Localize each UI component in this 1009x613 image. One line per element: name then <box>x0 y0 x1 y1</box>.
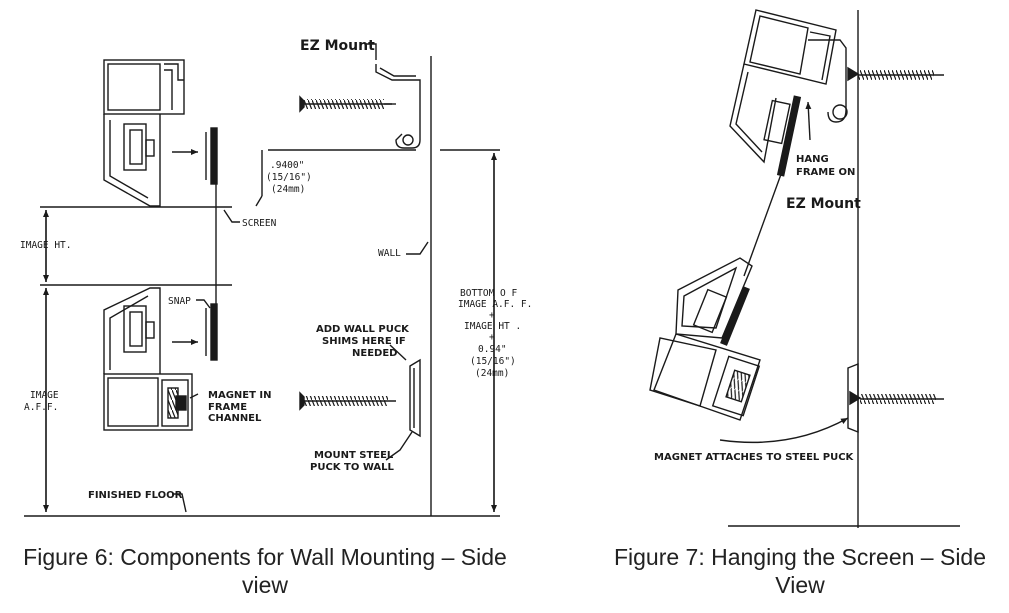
lower-screen-magnet <box>210 303 218 361</box>
gap-label: .9400" <box>270 160 304 171</box>
wall-label: WALL <box>378 248 401 259</box>
gap-mm-label: (24mm) <box>271 184 305 195</box>
puck-label-3: NEEDED <box>352 348 397 359</box>
fig6-title: EZ Mount <box>300 38 375 54</box>
upper-screen-magnet <box>210 127 218 185</box>
fig7-title: EZ Mount <box>786 196 861 212</box>
fig7-hang-label-1: HANG <box>796 154 829 165</box>
puck-label-2: SHIMS HERE IF <box>322 336 406 347</box>
fig7-hang-label-2: FRAME ON <box>796 167 855 178</box>
figure-6-caption: Figure 6: Components for Wall Mounting –… <box>23 544 507 598</box>
fig7-upper-frame <box>729 9 837 177</box>
bottom-label-7: (15/16") <box>470 356 516 367</box>
steel-puck <box>409 358 421 438</box>
fig7-steel-puck <box>847 362 859 434</box>
bottom-label-6: 0.94" <box>478 344 507 355</box>
fig7-screw-bottom <box>849 390 944 406</box>
floor-label: FINISHED FLOOR <box>88 490 183 501</box>
wall-screw-top <box>299 95 396 113</box>
figure-6 <box>24 43 500 517</box>
magnet-label-1: MAGNET IN <box>208 390 272 401</box>
snap-label: SNAP <box>168 296 191 307</box>
steel-label-2: PUCK TO WALL <box>310 462 395 473</box>
bottom-label-5: + <box>489 332 495 343</box>
gap-frac-label: (15/16") <box>266 172 312 183</box>
frame-channel-magnet <box>167 387 187 419</box>
wall-screw-bottom <box>299 391 396 411</box>
bottom-label-4: IMAGE HT . <box>464 321 521 332</box>
bottom-label-3: + <box>489 310 495 321</box>
fig7-ez-mount <box>808 39 848 123</box>
screen-label: SCREEN <box>242 218 277 229</box>
fig7-magnet-label: MAGNET ATTACHES TO STEEL PUCK <box>654 452 855 463</box>
lower-frame-profile <box>103 287 193 431</box>
figure-7 <box>649 9 960 528</box>
puck-label-1: ADD WALL PUCK <box>316 324 410 335</box>
magnet-label-2: FRAME <box>208 402 247 413</box>
upper-frame-profile <box>103 59 185 207</box>
image-aff-label-1: IMAGE <box>30 390 59 401</box>
bottom-label-8: (24mm) <box>475 368 509 379</box>
bottom-label-2: IMAGE A.F. F. <box>458 299 532 310</box>
image-ht-label: IMAGE HT. <box>20 240 71 251</box>
fig7-lower-frame <box>649 257 761 421</box>
ez-mount-bracket <box>375 64 421 149</box>
image-aff-label-2: A.F.F. <box>24 402 58 413</box>
fig7-screen-line <box>743 165 785 277</box>
bottom-label-1: BOTTOM O F <box>460 288 517 299</box>
magnet-label-3: CHANNEL <box>208 413 262 424</box>
steel-label-1: MOUNT STEEL <box>314 450 394 461</box>
fig7-screw-top <box>847 66 944 82</box>
figure-7-caption: Figure 7: Hanging the Screen – Side View <box>613 544 987 598</box>
